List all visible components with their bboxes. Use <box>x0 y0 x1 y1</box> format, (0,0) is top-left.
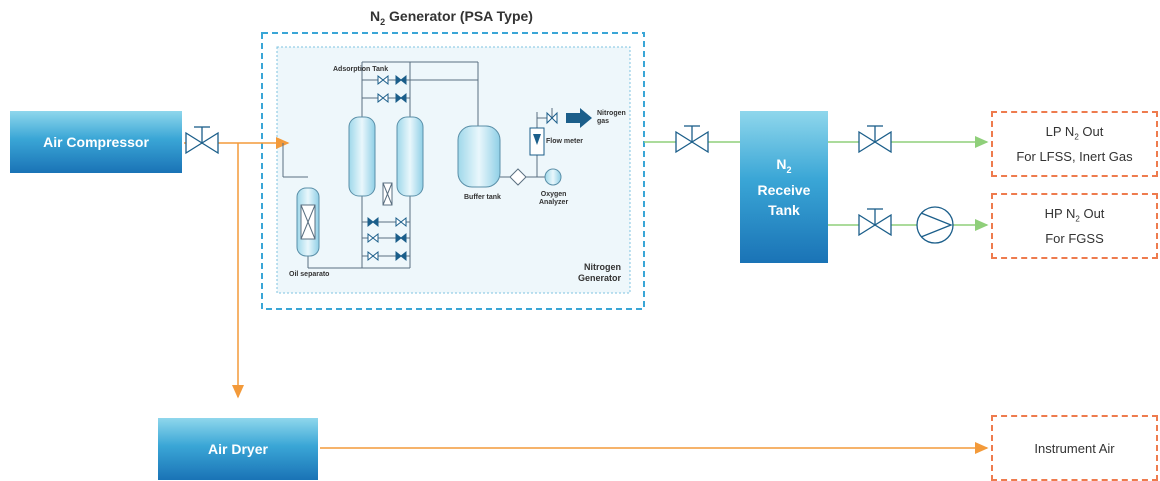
instrument-air-output-box: Instrument Air <box>991 415 1158 481</box>
buffer-tank-label: Buffer tank <box>464 194 501 201</box>
valve-icon <box>858 125 892 154</box>
air-compressor-box: Air Compressor <box>10 111 182 173</box>
air-dryer-label: Air Dryer <box>208 441 268 457</box>
generator-inner-frame <box>276 46 631 294</box>
air-dryer-box: Air Dryer <box>158 418 318 480</box>
generator-outer-frame <box>261 32 645 310</box>
generator-title: N2 Generator (PSA Type) <box>370 8 533 27</box>
oil-separator-label: Oil separato <box>289 271 330 278</box>
instrument-air-label: Instrument Air <box>1034 440 1115 456</box>
lp-n2-output-box: LP N2 Out For LFSS, Inert Gas <box>991 111 1158 177</box>
pump-icon <box>916 206 954 244</box>
hp-n2-title: HP N2 Out <box>1044 206 1105 224</box>
valve-icon <box>185 126 219 155</box>
psa-schematic <box>282 61 592 269</box>
hp-n2-usage: For FGSS <box>1045 230 1104 246</box>
receive-tank-line1: N2 <box>776 156 792 175</box>
valve-icon <box>858 208 892 237</box>
receive-tank-line3: Tank <box>768 201 800 218</box>
receive-tank-line2: Receive <box>757 181 811 198</box>
valve-icon <box>675 125 709 154</box>
lp-n2-title: LP N2 Out <box>1045 124 1104 142</box>
flow-meter-label: Flow meter <box>546 138 583 145</box>
lp-n2-usage: For LFSS, Inert Gas <box>1016 148 1133 164</box>
air-compressor-label: Air Compressor <box>43 134 149 150</box>
n2-receive-tank-box: N2 Receive Tank <box>740 111 828 263</box>
adsorption-tank-label: Adsorption Tank <box>333 66 389 73</box>
hp-n2-output-box: HP N2 Out For FGSS <box>991 193 1158 259</box>
